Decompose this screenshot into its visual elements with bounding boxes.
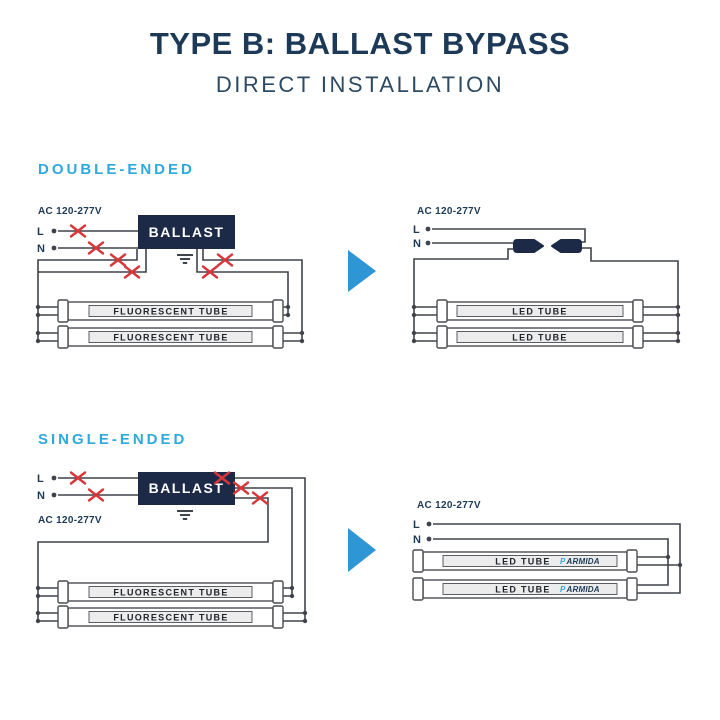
brand-logo-p: P	[560, 585, 566, 594]
neutral-label: N	[37, 490, 45, 502]
supply-terminal-dots	[425, 226, 431, 246]
wire-nut-connectors	[513, 239, 582, 253]
tube-label: LED TUBE	[512, 333, 567, 343]
arrow-right-icon	[348, 528, 376, 572]
voltage-label: AC 120-277V	[417, 206, 481, 217]
diagram-double-ended-before: AC 120-277V L N BALLAST	[35, 206, 305, 349]
tube-label: LED TUBE	[512, 307, 567, 317]
ballast-label: BALLAST	[149, 480, 225, 496]
supply-terminal-dots	[426, 521, 432, 542]
supply-terminal-dots	[51, 475, 57, 498]
line-label: L	[413, 224, 420, 236]
neutral-label: N	[413, 238, 421, 250]
led-tube-1: LED TUBE	[436, 299, 644, 323]
supply-terminal-dots	[51, 228, 57, 251]
brand-logo: P ARMIDA	[560, 585, 600, 594]
arrow-right-icon	[348, 250, 376, 292]
section-label-single-ended: SINGLE-ENDED	[38, 431, 188, 448]
line-label: L	[37, 473, 44, 485]
wire-nut-connector-icon	[551, 239, 582, 253]
diagram-single-ended-after: AC 120-277V L N LED TUBE P ARMIDA	[412, 500, 683, 601]
brand-logo-rest: ARMIDA	[566, 557, 600, 566]
brand-logo: P ARMIDA	[560, 557, 600, 566]
voltage-label: AC 120-277V	[38, 206, 102, 217]
diagram-single-ended-before: L N AC 120-277V BALLAST	[35, 471, 308, 629]
voltage-label: AC 120-277V	[38, 515, 102, 526]
neutral-label: N	[413, 534, 421, 546]
tube-label: FLUORESCENT TUBE	[113, 333, 228, 343]
junction-dots	[35, 585, 308, 624]
neutral-label: N	[37, 243, 45, 255]
diagram-double-ended-after: AC 120-277V L N LED TU	[411, 206, 681, 349]
brand-logo-rest: ARMIDA	[566, 585, 600, 594]
led-tube-2: LED TUBE	[436, 325, 644, 349]
wire-nut-connector-icon	[513, 239, 544, 253]
junction-dots	[411, 304, 681, 344]
ground-icon	[176, 510, 194, 520]
led-tube-2: LED TUBE P ARMIDA	[412, 577, 638, 601]
wiring	[37, 230, 303, 342]
tube-label: LED TUBE	[495, 585, 550, 595]
ballast-box: BALLAST	[138, 472, 235, 505]
voltage-label: AC 120-277V	[417, 500, 481, 511]
junction-dots	[35, 304, 305, 344]
page-title: TYPE B: BALLAST BYPASS	[149, 26, 571, 61]
page-subtitle: DIRECT INSTALLATION	[215, 72, 505, 97]
junction-dots	[665, 554, 683, 568]
fluorescent-tube-1: FLUORESCENT TUBE	[57, 580, 284, 604]
line-label: L	[413, 519, 420, 531]
brand-logo-p: P	[560, 557, 566, 566]
wiring	[413, 228, 679, 342]
tube-label: FLUORESCENT TUBE	[113, 588, 228, 598]
fluorescent-tube-2: FLUORESCENT TUBE	[57, 605, 284, 629]
fluorescent-tube-2: FLUORESCENT TUBE	[57, 325, 284, 349]
section-label-double-ended: DOUBLE-ENDED	[38, 161, 195, 178]
wiring	[433, 523, 681, 594]
ballast-label: BALLAST	[149, 224, 225, 240]
ballast-box: BALLAST	[138, 215, 235, 249]
tube-label: FLUORESCENT TUBE	[113, 613, 228, 623]
tube-label: LED TUBE	[495, 557, 550, 567]
wiring	[37, 477, 306, 622]
tube-label: FLUORESCENT TUBE	[113, 307, 228, 317]
fluorescent-tube-1: FLUORESCENT TUBE	[57, 299, 284, 323]
ground-icon	[176, 254, 194, 264]
line-label: L	[37, 226, 44, 238]
led-tube-1: LED TUBE P ARMIDA	[412, 549, 638, 573]
